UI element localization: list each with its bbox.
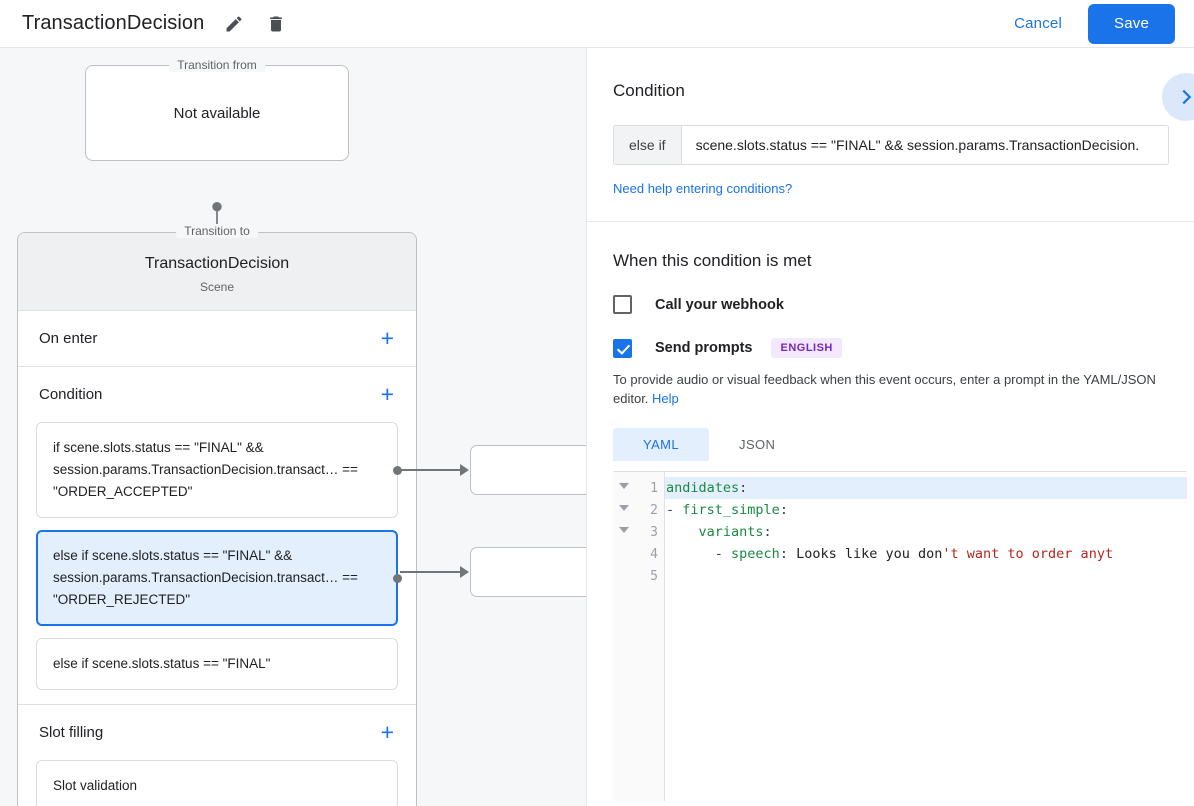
language-badge: ENGLISH <box>771 338 842 358</box>
condition-editor-section: Condition else if Need help entering con… <box>587 48 1194 198</box>
transition-to-legend: Transition to <box>176 224 258 238</box>
condition-expression-input[interactable] <box>681 126 1168 164</box>
target-box-accepted[interactable] <box>470 445 586 495</box>
code-token: speech <box>731 546 780 562</box>
line-number-text: 5 <box>650 568 658 584</box>
target-box-rejected[interactable] <box>470 547 586 597</box>
condition-help-link[interactable]: Need help entering conditions? <box>613 181 793 196</box>
editor-line-number: 3 <box>613 521 664 543</box>
pane-divider <box>586 48 587 806</box>
editor-code-line[interactable] <box>665 565 1187 587</box>
scene-graph-canvas[interactable]: Transition from Not available Transition… <box>0 48 586 806</box>
add-on-enter-button[interactable]: + <box>380 325 394 351</box>
condition-item-text: else if scene.slots.status == "FINAL" <box>53 656 271 671</box>
add-condition-button[interactable]: + <box>380 381 394 407</box>
transition-from-legend: Transition from <box>169 58 265 72</box>
page-title: TransactionDecision <box>22 12 205 34</box>
line-number-text: 4 <box>650 546 658 562</box>
code-token: : <box>779 546 788 562</box>
condition-list: if scene.slots.status == "FINAL" && sess… <box>18 422 416 704</box>
code-token <box>666 524 699 540</box>
editor-line-number: 4 <box>613 543 664 565</box>
trash-icon[interactable] <box>264 12 288 36</box>
code-token: 't want to order anyt <box>942 546 1114 562</box>
fold-arrow-icon[interactable] <box>619 505 629 511</box>
section-condition: Condition + if scene.slots.status == "FI… <box>18 367 416 705</box>
line-number-text: 3 <box>650 524 658 540</box>
section-header-slot-filling: Slot filling + <box>18 705 416 760</box>
editor-code-line[interactable]: - speech: Looks like you don't want to o… <box>665 543 1187 565</box>
chevron-right-icon[interactable] <box>1162 73 1194 121</box>
code-token: : <box>763 524 772 540</box>
fold-arrow-icon[interactable] <box>619 483 629 489</box>
connector-dot <box>393 574 402 583</box>
tab-yaml[interactable]: YAML <box>613 428 710 461</box>
code-token: andidates <box>666 480 740 496</box>
cancel-button[interactable]: Cancel <box>1000 7 1076 40</box>
code-token: : <box>739 480 748 496</box>
transition-from-value: Not available <box>173 104 261 122</box>
send-prompts-label: Send prompts <box>655 340 753 356</box>
line-number-text: 2 <box>650 502 658 518</box>
section-title-on-enter: On enter <box>39 330 98 347</box>
scene-type: Scene <box>199 280 235 294</box>
editor-code-line[interactable]: variants: <box>665 521 1187 543</box>
line-number-text: 1 <box>650 480 658 496</box>
pencil-icon[interactable] <box>222 12 246 36</box>
condition-detail-panel: Condition else if Need help entering con… <box>587 48 1194 806</box>
prompts-help-link[interactable]: Help <box>652 391 679 406</box>
editor-line-number: 1 <box>613 477 664 499</box>
send-prompts-row[interactable]: Send prompts ENGLISH <box>613 338 1168 358</box>
section-title-condition: Condition <box>39 386 103 403</box>
call-webhook-checkbox[interactable] <box>613 295 632 314</box>
code-token: Looks like you don <box>787 546 943 562</box>
prompts-hint-text: To provide audio or visual feedback when… <box>613 372 1156 406</box>
editor-line-number: 5 <box>613 565 664 587</box>
code-token: first_simple <box>682 502 780 518</box>
section-header-condition: Condition + <box>18 367 416 422</box>
slot-validation-item[interactable]: Slot validation <box>36 760 398 806</box>
scene-header[interactable]: TransactionDecision Scene <box>18 233 416 311</box>
panel-title: Condition <box>613 81 685 100</box>
editor-code-line[interactable]: andidates: <box>665 477 1187 499</box>
fold-arrow-icon[interactable] <box>619 527 629 533</box>
save-button[interactable]: Save <box>1088 3 1175 44</box>
code-token: - <box>666 546 732 562</box>
panel-divider <box>587 221 1194 222</box>
editor-line-number: 2 <box>613 499 664 521</box>
transition-from-card: Transition from Not available <box>85 58 349 161</box>
when-condition-met-section: When this condition is met Call your web… <box>587 222 1194 801</box>
editor-code-area[interactable]: andidates:- first_simple: variants: - sp… <box>665 472 1187 801</box>
condition-item-text: if scene.slots.status == "FINAL" && sess… <box>53 440 358 499</box>
call-webhook-label: Call your webhook <box>655 296 784 313</box>
editor-format-tabs: YAML JSON <box>613 428 1168 461</box>
scene-name: TransactionDecision <box>144 255 290 272</box>
code-token: : <box>779 502 788 518</box>
condition-input-row: else if <box>613 125 1169 165</box>
section-header-on-enter: On enter + <box>18 311 416 366</box>
condition-item-text: else if scene.slots.status == "FINAL" &&… <box>53 548 358 607</box>
tab-json[interactable]: JSON <box>739 437 776 452</box>
when-condition-met-title: When this condition is met <box>613 251 812 270</box>
editor-gutter: 1 2 3 4 5 <box>613 472 665 801</box>
app-header: TransactionDecision Cancel Save <box>0 0 1194 48</box>
condition-prefix-label: else if <box>614 126 682 164</box>
send-prompts-checkbox[interactable] <box>613 338 632 358</box>
condition-item-rejected[interactable]: else if scene.slots.status == "FINAL" &&… <box>36 530 402 626</box>
condition-item-accepted[interactable]: if scene.slots.status == "FINAL" && sess… <box>36 422 402 518</box>
add-slot-filling-button[interactable]: + <box>380 719 394 745</box>
transition-to-card: Transition to TransactionDecision Scene … <box>17 224 417 806</box>
prompts-hint: To provide audio or visual feedback when… <box>613 370 1168 408</box>
webhook-row[interactable]: Call your webhook <box>613 295 1168 314</box>
code-token: - <box>666 502 683 518</box>
condition-item-final[interactable]: else if scene.slots.status == "FINAL" <box>36 638 398 690</box>
code-token: variants <box>698 524 764 540</box>
connector-dot <box>393 466 402 475</box>
slot-filling-list: Slot validation <box>18 760 416 806</box>
section-on-enter: On enter + <box>18 311 416 367</box>
section-title-slot-filling: Slot filling <box>39 724 104 741</box>
editor-code-line[interactable]: - first_simple: <box>665 499 1187 521</box>
section-slot-filling: Slot filling + Slot validation <box>18 705 416 806</box>
